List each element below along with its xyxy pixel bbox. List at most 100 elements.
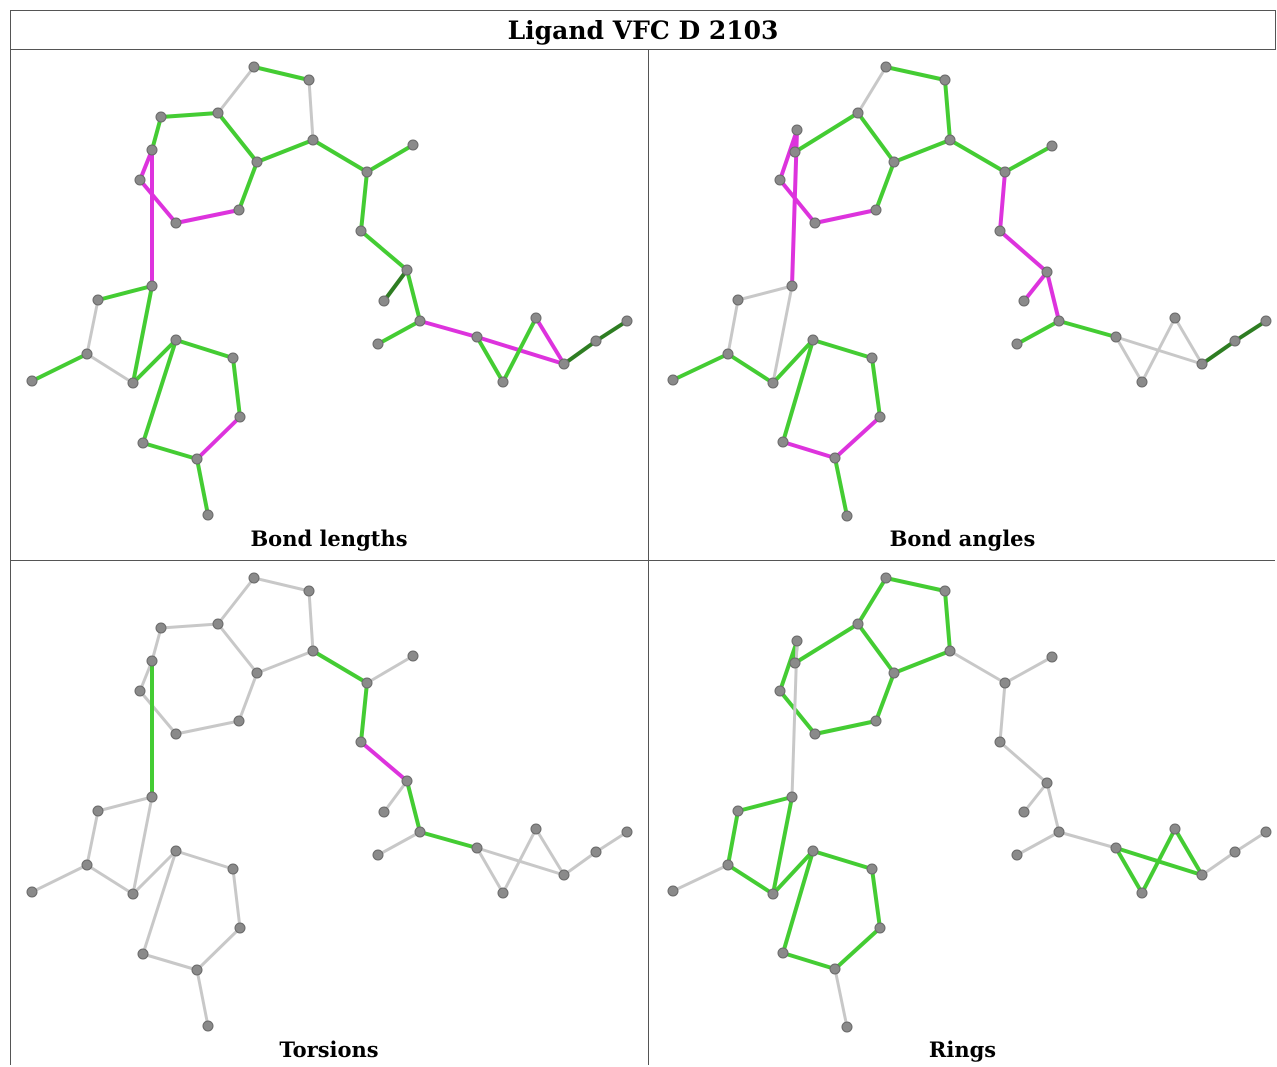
atom-a11 — [146, 280, 158, 292]
bond-a19-a20 — [141, 441, 199, 461]
atom-a22 — [999, 677, 1011, 689]
atom-a34 — [1260, 315, 1272, 327]
bond-a30-a33 — [1200, 339, 1237, 366]
atom-a34 — [621, 315, 633, 327]
bond-a22-a24 — [998, 170, 1007, 233]
bond-a19-a20 — [141, 952, 199, 972]
molecule-bond-angles — [667, 61, 1272, 522]
bond-a10-a5 — [793, 111, 860, 154]
atom-a20 — [137, 437, 149, 449]
bond-a32-a29 — [1114, 335, 1144, 384]
bond-a3-a4 — [892, 138, 952, 164]
atom-a4 — [251, 667, 263, 679]
grid-line-middle-left — [10, 560, 650, 561]
atom-a26 — [1018, 295, 1030, 307]
atom-a6 — [870, 715, 882, 727]
bond-a4-a6 — [237, 160, 259, 212]
bond-a5-a1 — [216, 576, 256, 626]
bond-a3-a22 — [311, 649, 369, 685]
bond-a31-a32 — [501, 316, 538, 384]
atom-a17 — [866, 352, 878, 364]
panel-torsions: Torsions — [11, 561, 647, 1065]
atom-a31 — [530, 312, 542, 324]
bond-a15-a11 — [771, 284, 794, 385]
bond-a24-a25 — [359, 229, 409, 272]
bond-a25-a26 — [382, 268, 409, 303]
atom-a20 — [137, 948, 149, 960]
atom-a28 — [1011, 338, 1023, 350]
atom-a18 — [874, 411, 886, 423]
atom-a8 — [774, 685, 786, 697]
bond-a12-a13 — [85, 809, 100, 867]
bond-a4-a5 — [216, 622, 259, 675]
atom-a29 — [471, 842, 483, 854]
bond-a25-a27 — [1045, 270, 1061, 323]
bond-a13-a15 — [85, 352, 135, 385]
atom-a32 — [1136, 887, 1148, 899]
atom-a3 — [944, 134, 956, 146]
atom-a7 — [809, 217, 821, 229]
bond-a3-a22 — [311, 138, 369, 174]
bond-a7-a8 — [778, 178, 817, 225]
atom-a23 — [407, 139, 419, 151]
atom-a18 — [874, 922, 886, 934]
bond-a7-a8 — [778, 689, 817, 736]
atom-a20 — [777, 947, 789, 959]
atom-a1 — [880, 61, 892, 73]
bond-a4-a6 — [237, 671, 259, 723]
bond-a6-a7 — [813, 719, 878, 736]
bond-a25-a26 — [1022, 781, 1049, 814]
bond-a30-a33 — [1200, 850, 1237, 877]
atom-a25 — [1041, 266, 1053, 278]
bond-a15-a16 — [771, 338, 815, 385]
atom-a1 — [880, 572, 892, 584]
atom-a32 — [497, 376, 509, 388]
bond-a4-a5 — [216, 111, 259, 164]
bond-a5-a1 — [856, 65, 888, 115]
bond-a11-a12 — [96, 284, 154, 302]
bond-a13-a14 — [30, 863, 89, 894]
bond-a5-a1 — [216, 65, 256, 115]
molecule-torsions — [26, 572, 633, 1032]
bond-a20-a16 — [781, 338, 815, 444]
bond-a4-a6 — [874, 671, 896, 723]
atom-a15 — [127, 377, 139, 389]
bond-a17-a18 — [231, 356, 242, 419]
atom-a30 — [1196, 869, 1208, 881]
atom-a22 — [361, 166, 373, 178]
atom-a13 — [722, 859, 734, 871]
atom-a32 — [1136, 376, 1148, 388]
atom-a12 — [732, 805, 744, 817]
atom-a17 — [866, 863, 878, 875]
atom-a1 — [248, 61, 260, 73]
atom-a13 — [81, 859, 93, 871]
bond-a30-a31 — [534, 316, 566, 366]
bond-a20-a16 — [141, 338, 178, 445]
bond-a17-a18 — [231, 867, 242, 930]
bond-a31-a32 — [1140, 316, 1177, 384]
bond-a25-a26 — [382, 779, 409, 814]
atom-a2 — [939, 585, 951, 597]
bond-a19-a21 — [833, 456, 849, 518]
bond-a19-a21 — [195, 457, 210, 517]
atom-a14 — [667, 374, 679, 386]
atom-a19 — [829, 963, 841, 975]
bond-a22-a23 — [365, 143, 415, 174]
atom-a6 — [870, 204, 882, 216]
panel-rings: Rings — [650, 561, 1275, 1065]
bond-a1-a2 — [252, 65, 311, 82]
bond-a30-a33 — [562, 339, 598, 366]
bond-a2-a3 — [943, 78, 952, 142]
bond-a33-a34 — [594, 319, 629, 343]
bond-a22-a24 — [359, 681, 369, 744]
grid-line-center — [648, 49, 649, 1065]
atom-a5 — [852, 107, 864, 119]
atom-a17 — [227, 863, 239, 875]
bond-a24-a25 — [998, 740, 1049, 785]
atom-group — [26, 572, 633, 1032]
bond-a9-a10 — [150, 115, 163, 152]
bond-a3-a4 — [255, 138, 315, 164]
atom-a27 — [1053, 826, 1065, 838]
atom-a33 — [590, 335, 602, 347]
bond-a12-a13 — [726, 809, 740, 867]
